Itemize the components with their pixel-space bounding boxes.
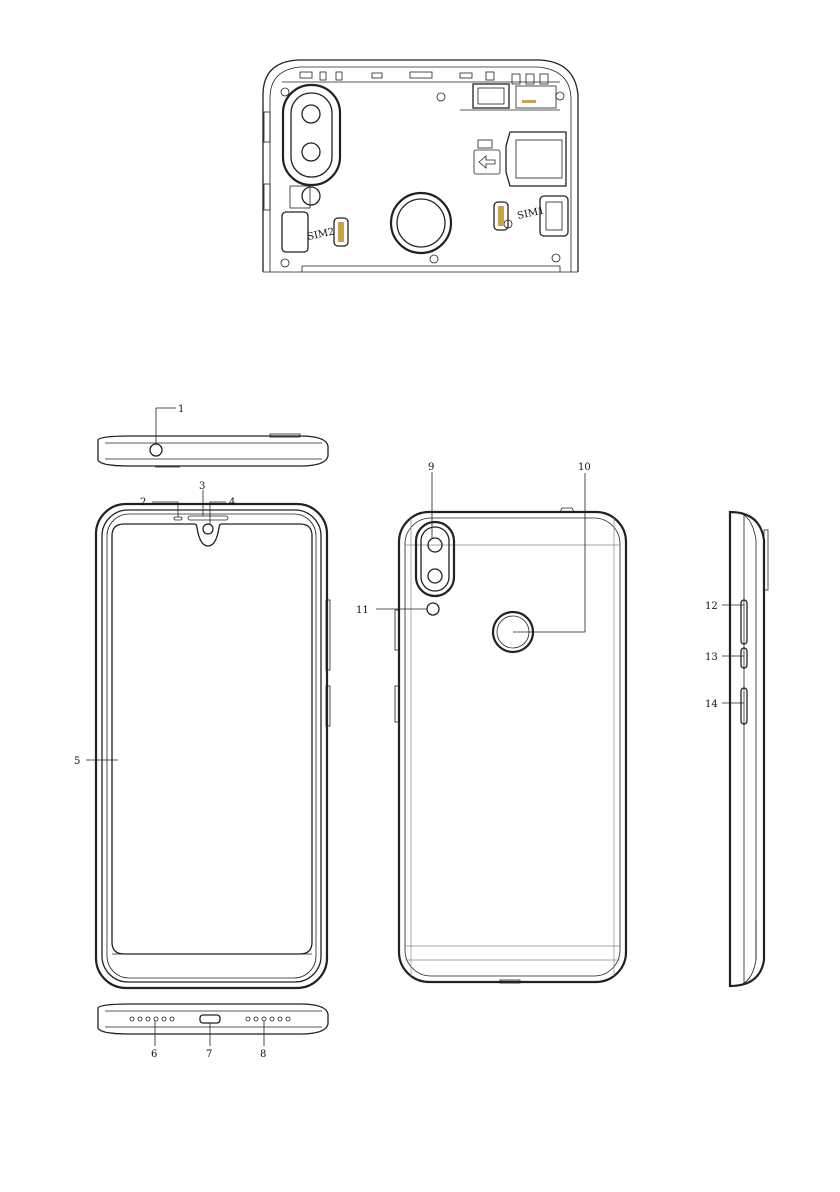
callout-12: 12: [705, 601, 718, 612]
display-screen: [112, 524, 312, 954]
callout-11: 11: [356, 605, 369, 616]
sim1-slot: SIM1: [494, 196, 568, 236]
top-edge-view: [98, 434, 328, 467]
side-view: [730, 512, 768, 986]
card-slot-view: SIM1 SIM2: [263, 60, 578, 272]
callout-7: 7: [206, 1049, 212, 1060]
speaker-holes-left: [130, 1017, 174, 1021]
sim2-slot: SIM2: [282, 212, 348, 252]
rear-flash: [427, 603, 439, 615]
camera-module-inner: [283, 85, 340, 185]
bottom-edge-view: [98, 1004, 328, 1034]
callout-9: 9: [428, 462, 434, 473]
sim2-label: SIM2: [306, 226, 335, 242]
back-view: [395, 508, 626, 983]
sim1-label: SIM1: [516, 205, 545, 221]
callout-2: 2: [140, 497, 146, 508]
callout-3: 3: [199, 481, 205, 492]
callout-8: 8: [260, 1049, 266, 1060]
usb-port: [200, 1015, 220, 1023]
callout-4: 4: [229, 497, 235, 508]
callouts: 1 2 3 4 5 6 7 8 9 10 11 12 13: [74, 404, 744, 1060]
speaker-holes-right: [246, 1017, 290, 1021]
front-view: [96, 504, 330, 988]
callout-13: 13: [705, 652, 718, 663]
callout-10: 10: [578, 462, 591, 473]
fingerprint-module-inner: [391, 193, 451, 253]
front-camera: [203, 524, 213, 534]
callout-5: 5: [74, 756, 80, 767]
earpiece-receiver: [174, 517, 182, 520]
microsd-slot: [474, 132, 566, 186]
callout-14: 14: [705, 699, 718, 710]
callout-1: 1: [178, 404, 184, 415]
rear-camera-module: [416, 522, 454, 596]
callout-6: 6: [151, 1049, 157, 1060]
